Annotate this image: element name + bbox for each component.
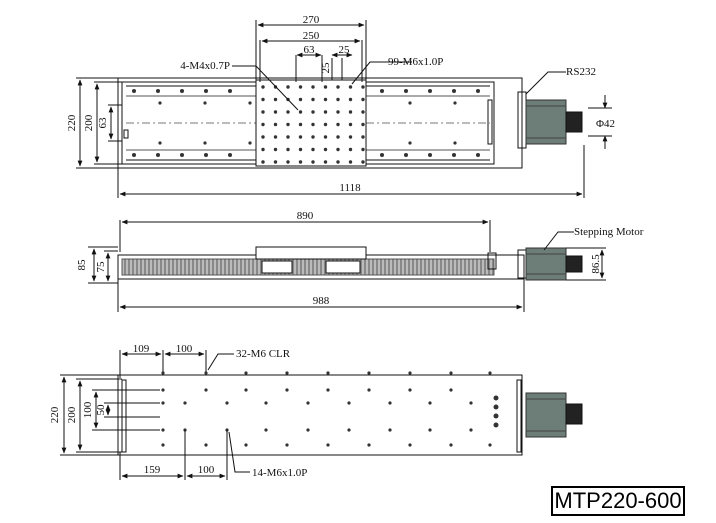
dim-75: 75 xyxy=(95,261,107,273)
label-14-m6: 14-M6x1.0P xyxy=(252,467,307,479)
dim-890: 890 xyxy=(297,210,314,222)
label-rs232: RS232 xyxy=(566,66,596,78)
dim-988: 988 xyxy=(313,295,330,307)
dim-phi42: Φ42 xyxy=(596,118,615,130)
base-outline xyxy=(117,77,523,169)
dim-250: 250 xyxy=(303,30,320,42)
dim-220-bottom: 220 xyxy=(49,406,61,423)
dim-200: 200 xyxy=(83,114,95,131)
model-number-box: MTP220-600 xyxy=(551,486,685,516)
dim-85: 85 xyxy=(76,259,88,271)
dim-86-5: 86.5 xyxy=(590,254,602,274)
dim-25-vertical: 25 xyxy=(320,62,332,74)
side-carriage xyxy=(255,246,367,260)
label-4-m4: 4-M4x0.7P xyxy=(180,60,230,72)
dim-50: 50 xyxy=(95,404,107,416)
dim-100-bottom: 100 xyxy=(198,464,215,476)
top-view xyxy=(76,20,612,198)
side-motor-flange xyxy=(517,249,527,279)
label-stepping-motor: Stepping Motor xyxy=(574,226,644,238)
dim-25-horizontal: 25 xyxy=(339,44,351,56)
dim-63-vertical: 63 xyxy=(97,117,109,129)
dim-63: 63 xyxy=(304,44,316,56)
bottom-stepper-motor xyxy=(525,392,567,438)
motor-knob xyxy=(565,111,583,133)
stepper-motor xyxy=(525,99,567,145)
side-stepper-motor xyxy=(525,247,567,281)
model-number: MTP220-600 xyxy=(554,488,682,513)
label-99-m6: 99-M6x1.0P xyxy=(388,56,443,68)
dim-100-vertical: 100 xyxy=(82,401,94,418)
dim-270: 270 xyxy=(303,14,320,26)
bottom-base xyxy=(117,374,523,456)
dim-109: 109 xyxy=(133,343,150,355)
dim-100-top: 100 xyxy=(176,343,193,355)
label-32-m6-clr: 32-M6 CLR xyxy=(236,348,291,360)
dim-159: 159 xyxy=(144,464,161,476)
side-view xyxy=(88,219,606,312)
bottom-view xyxy=(60,350,583,480)
dim-1118: 1118 xyxy=(339,182,361,194)
dim-200-bottom: 200 xyxy=(66,406,78,423)
dim-220: 220 xyxy=(66,114,78,131)
